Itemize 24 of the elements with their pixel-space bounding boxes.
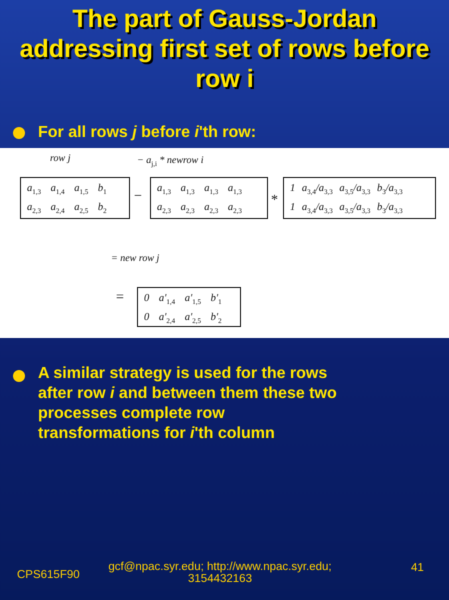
bullet-text: A similar strategy is used for the rows after row i and between them these two processes complete row transformations for i'th column (38, 364, 338, 444)
minus-sign: − (134, 189, 142, 205)
matrix-row-text: 1 a$_{3,4}$/a$_{3,3}$ a$_{3,5}$/a$_{3,3}$ b$_{3}$/a$_{3,3}$ (290, 182, 404, 198)
equals-sign: = (116, 290, 124, 306)
matrix-row-text: a$_{2,3}$ a$_{2,4}$ a$_{2,5}$ b$_{2}$ (27, 201, 108, 218)
slide-title: The part of Gauss-Jordan addressing first set of rows before row i (18, 4, 430, 94)
footer-text: gcf@npac.syr.edu; http://www.npac.syr.edu; 3154432163 (107, 561, 333, 585)
matrix-row-text: a$_{2,3}$ a$_{2,3}$ a$_{2,3}$ a$_{2,3}$ (157, 201, 243, 218)
matrix-box (20, 177, 130, 219)
matrix-box (150, 177, 268, 219)
footer-text: CPS615F90 (17, 569, 80, 581)
matrix-row-text: a$_{1,3}$ a$_{1,4}$ a$_{1,5}$ b$_{1}$ (27, 182, 108, 198)
matrix-row-text: 0 a'$_{1,4}$ a'$_{1,5}$ b'$_{1}$ (144, 292, 223, 308)
row-label: row j (50, 153, 70, 164)
page-number: 41 (411, 562, 424, 574)
bullet-text: For all rows j before i'th row: (38, 123, 258, 143)
matrix-row-text: 1 a$_{3,4}$/a$_{3,3}$ a$_{3,5}$/a$_{3,3}$ b$_{3}$/a$_{3,3}$ (290, 201, 404, 218)
multiply-sign: * (271, 193, 278, 209)
formula-label: = new row j (111, 253, 160, 264)
matrix-row-text: 0 a'$_{2,4}$ a'$_{2,5}$ b'$_{2}$ (144, 311, 223, 328)
formula-label: − a$_{j,i}$ * newrow i (137, 155, 204, 168)
matrix-box (137, 287, 241, 327)
matrix-box (283, 177, 436, 219)
matrix-row-text: a$_{1,3}$ a$_{1,3}$ a$_{1,3}$ a$_{1,3}$ (157, 182, 243, 198)
